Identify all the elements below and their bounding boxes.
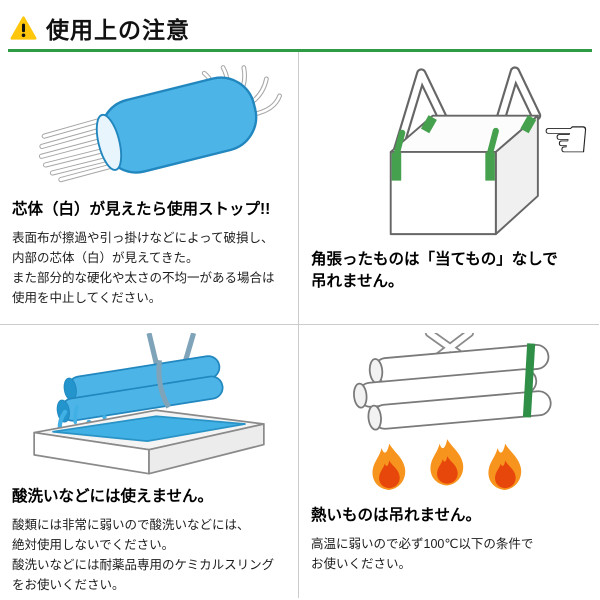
section-core-visible: 芯体（白）が見えたら使用ストップ!! 表面布が擦過や引っ掛けなどによって破損し、… <box>0 52 299 325</box>
warning-triangle-icon <box>10 15 37 40</box>
acid-illustration-wrap <box>12 333 286 479</box>
angular-illustration-wrap: ☜ <box>311 60 591 242</box>
section-hot-items: 熱いものは吊れません。 高温に弱いので必ず100℃以下の条件で お使いください。 <box>299 325 599 598</box>
core-visible-body: 表面布が擦過や引っ掛けなどによって破損し、 内部の芯体（白）が見えてきた。 また… <box>12 230 275 306</box>
container-bag-illustration <box>389 66 542 236</box>
pipes-over-flames-illustration <box>353 333 552 490</box>
hot-illustration-wrap <box>311 333 587 498</box>
hot-heading: 熱いものは吊れません。 <box>311 507 482 524</box>
acid-body: 酸類には非常に弱いので酸洗いなどには、 絶対使用しないでください。 酸洗いなどに… <box>12 517 275 593</box>
page-title: 使用上の注意 <box>46 17 190 43</box>
angular-heading: 角張ったものは「当てもの」なしで 吊れません。 <box>311 251 558 290</box>
core-visible-heading: 芯体（白）が見えたら使用ストップ!! <box>12 201 271 218</box>
core-visible-illustration-wrap <box>12 60 286 192</box>
section-acid-wash: 酸洗いなどには使えません。 酸類には非常に弱いので酸洗いなどには、 絶対使用しな… <box>0 325 299 598</box>
hot-body: 高温に弱いので必ず100℃以下の条件で お使いください。 <box>311 536 534 571</box>
acid-heading: 酸洗いなどには使えません。 <box>12 488 214 505</box>
pointing-hand-icon: ☜ <box>540 107 591 172</box>
caution-grid: 芯体（白）が見えたら使用ストップ!! 表面布が擦過や引っ掛けなどによって破損し、… <box>0 52 600 598</box>
header-underline <box>8 49 592 52</box>
acid-bath-illustration <box>33 333 265 475</box>
section-angular-items: ☜ 角張ったものは「当てもの」なしで 吊れません。 <box>299 52 599 325</box>
damaged-sling-illustration <box>38 65 282 183</box>
header: 使用上の注意 <box>0 0 600 44</box>
